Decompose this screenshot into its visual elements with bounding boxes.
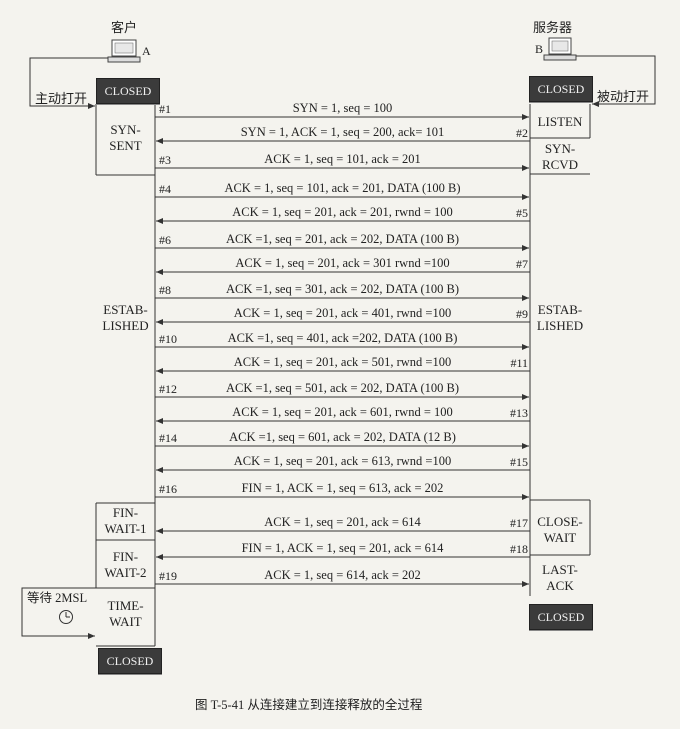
message-label: ACK = 1, seq = 101, ack = 201, DATA (100…: [224, 181, 461, 195]
server-closed-end: CLOSED: [529, 604, 593, 630]
server-state-established: ESTAB- LISHED: [536, 302, 584, 333]
message-number: #15: [510, 455, 528, 469]
message-label: ACK = 1, seq = 201, ack = 601, rwnd = 10…: [232, 405, 453, 419]
client-state-time-wait: TIME- WAIT: [107, 598, 144, 629]
message-number: #18: [510, 542, 528, 556]
server-state-last-ack: LAST- ACK: [542, 562, 578, 593]
message-number: #5: [516, 206, 528, 220]
message-number: #13: [510, 406, 528, 420]
client-label: 客户: [111, 20, 138, 35]
message-label: ACK =1, seq = 501, ack = 202, DATA (100 …: [226, 381, 459, 395]
message-label: ACK = 1, seq = 201, ack = 401, rwnd =100: [233, 306, 452, 320]
server-tag: B: [535, 42, 544, 56]
message-number: #3: [159, 153, 171, 167]
message-label: ACK =1, seq = 301, ack = 202, DATA (100 …: [226, 282, 459, 296]
message-label: ACK = 1, seq = 201, ack = 614: [264, 515, 421, 529]
passive-open-bracket: [576, 55, 656, 107]
wait-2msl-label: 等待 2MSL: [27, 591, 88, 605]
message-number: #10: [159, 332, 177, 346]
message-label: ACK = 1, seq = 201, ack = 613, rwnd =100: [233, 454, 452, 468]
server-state-column: [530, 104, 591, 556]
server-computer-icon: [543, 37, 577, 61]
client-state-fin-wait-1: FIN- WAIT-1: [104, 505, 147, 536]
message-label: ACK = 1, seq = 201, ack = 301 rwnd =100: [235, 256, 450, 270]
server-state-syn-rcvd: SYN- RCVD: [541, 141, 579, 172]
message-label: ACK =1, seq = 401, ack =202, DATA (100 B…: [227, 331, 458, 345]
message-arrows: [155, 114, 530, 587]
message-label: FIN = 1, ACK = 1, seq = 201, ack = 614: [241, 541, 444, 555]
server-closed-start: CLOSED: [529, 76, 593, 102]
message-number: #7: [516, 257, 528, 271]
message-number: #1: [159, 102, 171, 116]
client-state-column: [95, 104, 155, 647]
client-tag: A: [142, 44, 151, 58]
server-label: 服务器: [533, 20, 573, 35]
figure-caption: 图 T-5-41 从连接建立到连接释放的全过程: [195, 698, 423, 712]
client-state-syn-sent: SYN- SENT: [109, 122, 142, 153]
message-label: SYN = 1, seq = 100: [292, 101, 393, 115]
client-state-fin-wait-2: FIN- WAIT-2: [104, 549, 147, 580]
message-label: FIN = 1, ACK = 1, seq = 613, ack = 202: [241, 481, 444, 495]
message-number: #16: [159, 482, 177, 496]
message-number: #9: [516, 307, 528, 321]
passive-open-label: 被动打开: [597, 89, 650, 104]
server-state-listen: LISTEN: [537, 114, 583, 129]
message-label: ACK = 1, seq = 614, ack = 202: [264, 568, 421, 582]
message-number: #19: [159, 569, 177, 583]
message-number: #4: [159, 182, 171, 196]
message-label: ACK = 1, seq = 201, ack = 501, rwnd =100: [233, 355, 452, 369]
clock-icon: [59, 610, 73, 624]
message-label: ACK =1, seq = 601, ack = 202, DATA (12 B…: [229, 430, 456, 444]
message-number: #17: [510, 516, 528, 530]
message-number: #12: [159, 382, 177, 396]
client-closed-start: CLOSED: [96, 78, 160, 104]
message-number: #14: [159, 431, 177, 445]
client-computer-icon: [107, 39, 141, 63]
server-state-close-wait: CLOSE- WAIT: [537, 514, 583, 545]
active-open-bracket: [29, 57, 108, 109]
time-wait-bracket: [21, 587, 96, 639]
message-number: #8: [159, 283, 171, 297]
message-number: #6: [159, 233, 171, 247]
message-label: SYN = 1, ACK = 1, seq = 200, ack= 101: [240, 125, 445, 139]
client-state-established: ESTAB- LISHED: [102, 302, 149, 333]
message-label: ACK = 1, seq = 101, ack = 201: [264, 152, 421, 166]
active-open-label: 主动打开: [35, 91, 88, 106]
message-number: #11: [510, 356, 528, 370]
message-number: #2: [516, 126, 528, 140]
message-label: ACK = 1, seq = 201, ack = 201, rwnd = 10…: [232, 205, 453, 219]
client-closed-end: CLOSED: [98, 648, 162, 674]
message-label: ACK =1, seq = 201, ack = 202, DATA (100 …: [226, 232, 459, 246]
